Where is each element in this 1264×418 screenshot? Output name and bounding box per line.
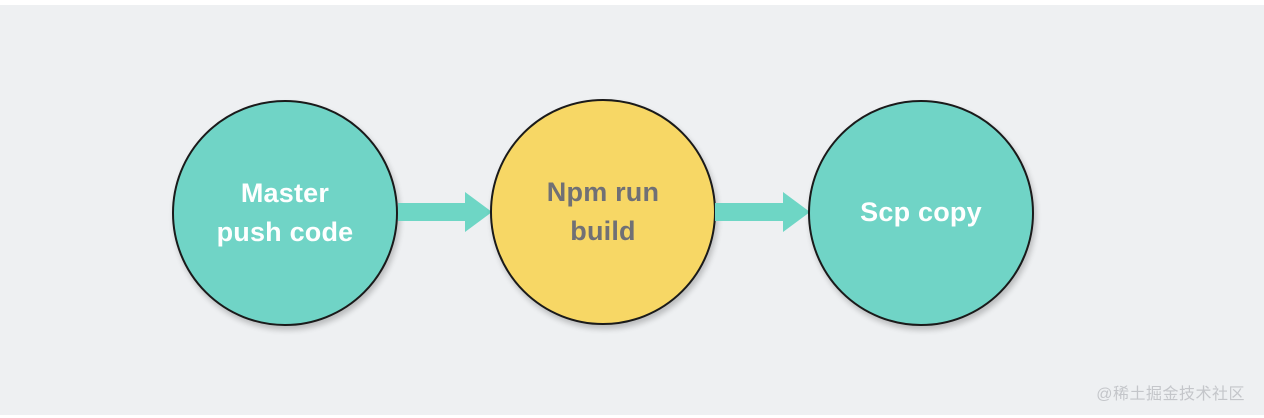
node-npm-run-build-label: Npm run build — [546, 176, 660, 246]
diagram-canvas: Master push code Npm run build Scp copy … — [0, 5, 1264, 415]
node-master-push-code-label: Master push code — [216, 177, 354, 247]
watermark: @稀土掘金技术社区 — [1096, 386, 1245, 403]
arrow-head-icon — [465, 192, 492, 232]
node-scp-copy: Scp copy — [808, 100, 1034, 326]
arrow-master-to-npm — [398, 192, 494, 232]
node-npm-run-build: Npm run build — [490, 99, 716, 325]
arrow-shaft — [398, 203, 467, 221]
arrow-npm-to-scp — [715, 192, 811, 232]
node-master-push-code: Master push code — [172, 100, 398, 326]
arrow-shaft — [715, 203, 785, 221]
node-scp-copy-label: Scp copy — [860, 197, 982, 228]
arrow-head-icon — [783, 192, 810, 232]
